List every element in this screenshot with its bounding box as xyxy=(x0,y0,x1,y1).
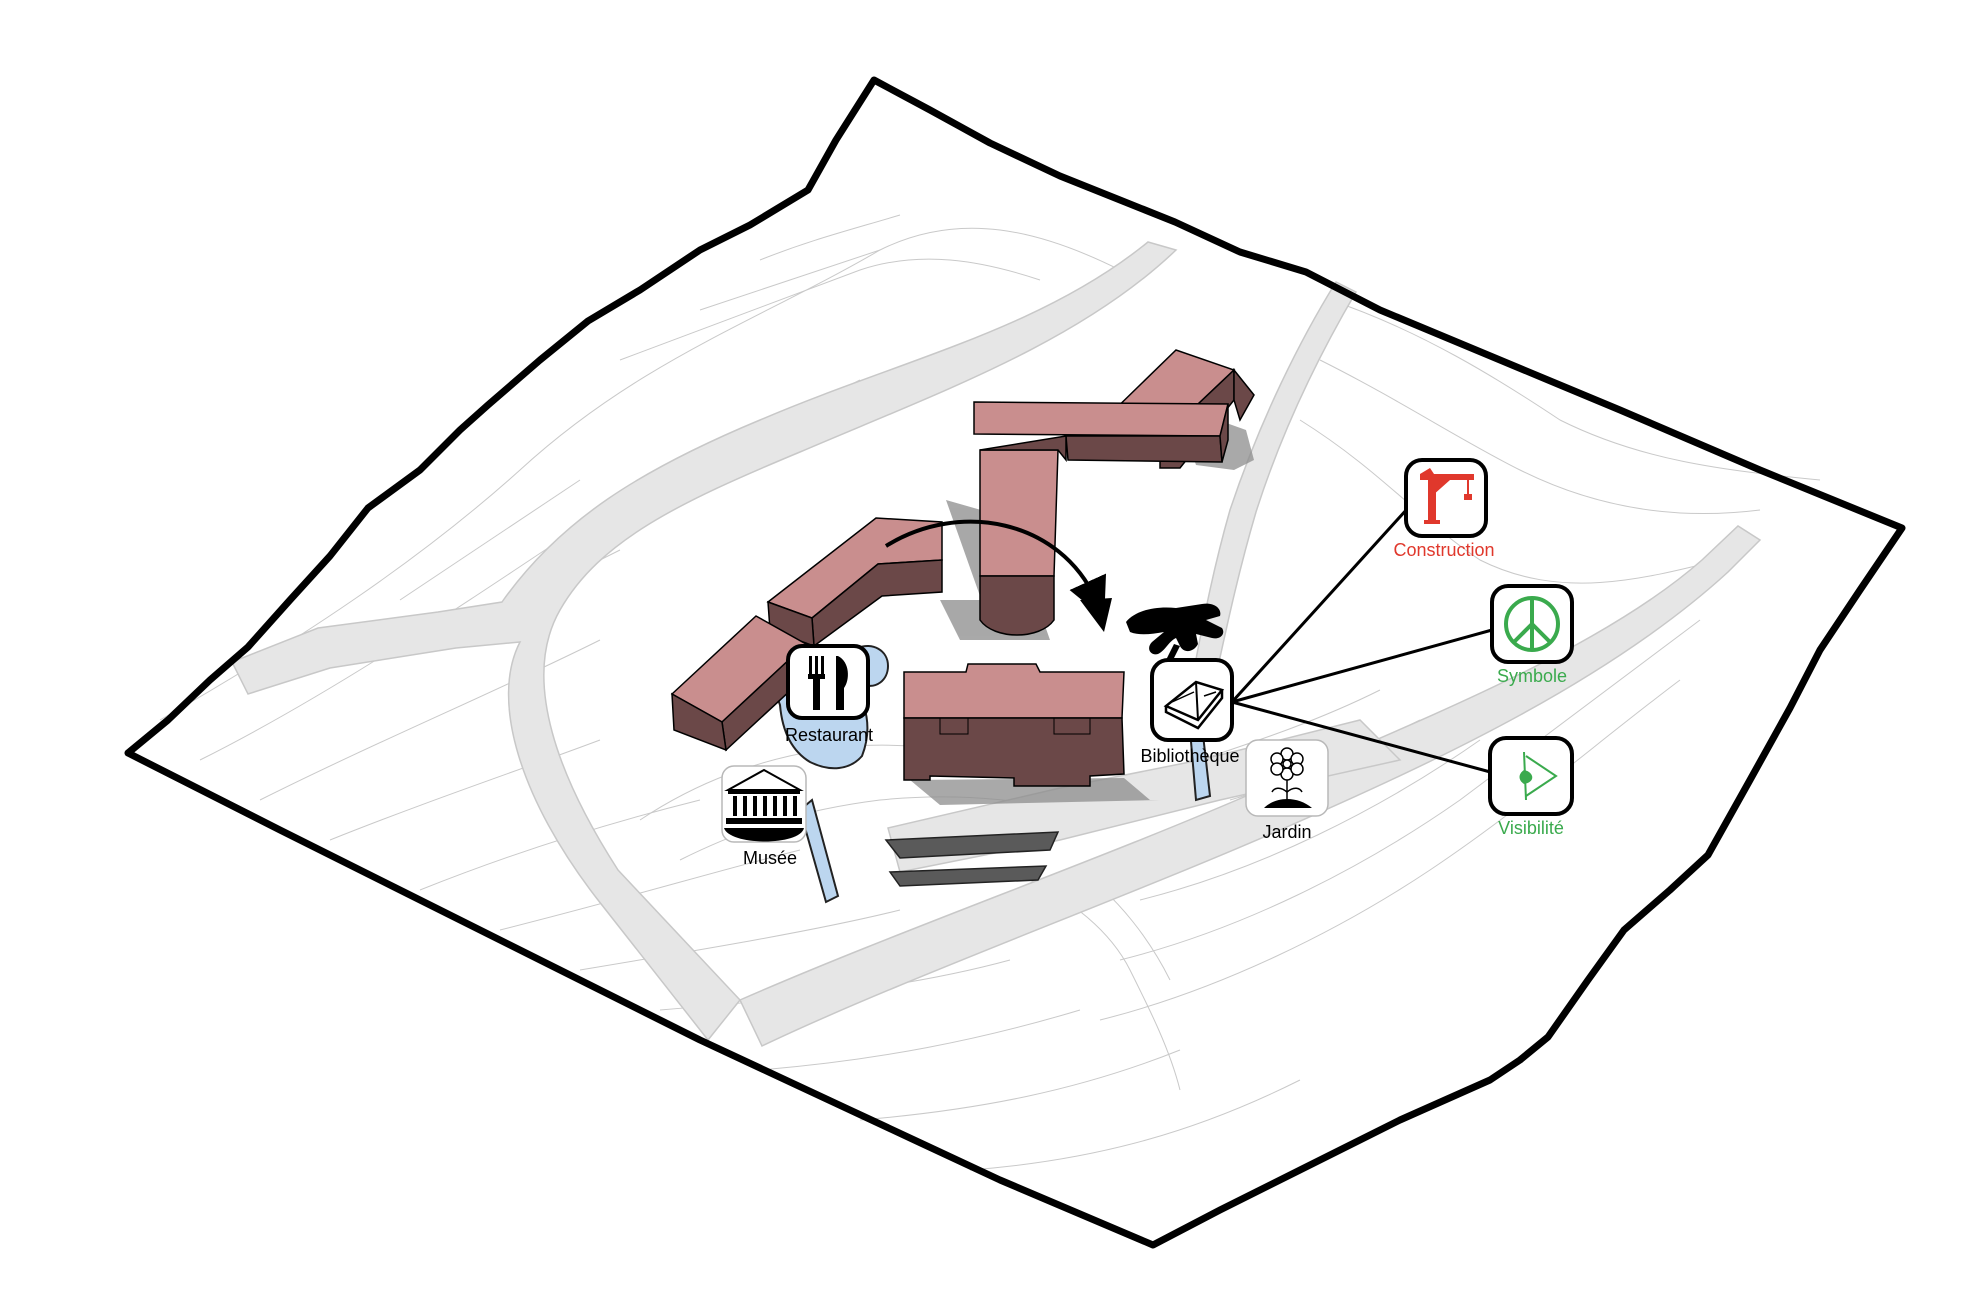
channel-musee xyxy=(798,798,840,904)
construction-label: Construction xyxy=(1393,540,1494,560)
bibliotheque-marker: Bibliothèque xyxy=(1140,658,1240,766)
museum-icon xyxy=(724,768,804,842)
restaurant-icon-box xyxy=(786,644,870,720)
visibilite-marker: Visibilité xyxy=(1488,736,1574,838)
terrain-fill xyxy=(128,80,1902,1245)
jardin-marker: Jardin xyxy=(1245,739,1329,842)
connector-lines xyxy=(1230,506,1495,775)
road-upper xyxy=(230,241,1178,1042)
buildings xyxy=(670,349,1255,787)
visibilite-label: Visibilité xyxy=(1498,818,1564,838)
arrow-head xyxy=(1080,598,1112,632)
jardin-label: Jardin xyxy=(1262,822,1311,842)
open-book-icon xyxy=(1163,680,1225,730)
move-arrow xyxy=(884,519,1107,619)
crane-icon xyxy=(1420,468,1474,524)
construction-icon-box xyxy=(1404,458,1488,538)
musee-marker: Musée xyxy=(721,765,807,868)
restaurant-marker: Restaurant xyxy=(785,644,873,745)
eye-icon xyxy=(1519,751,1558,801)
symbole-marker: Symbole xyxy=(1490,584,1574,686)
building-central xyxy=(903,663,1125,787)
construction-marker: Construction xyxy=(1393,458,1495,560)
plaza-slab-2 xyxy=(888,865,1048,887)
flower-icon xyxy=(1270,747,1304,800)
plaza-slab-1 xyxy=(884,831,1060,859)
musee-label: Musée xyxy=(743,848,797,868)
building-north-horizontal xyxy=(973,401,1229,463)
hand-icon xyxy=(1126,603,1224,662)
building-west-upper xyxy=(766,517,943,648)
peace-icon xyxy=(1504,596,1560,652)
soil-mound xyxy=(1264,799,1312,808)
symbole-label: Symbole xyxy=(1497,666,1567,686)
road-lower xyxy=(738,525,1762,1048)
fork-knife-icon xyxy=(808,656,848,710)
building-tower xyxy=(979,435,1067,636)
bibliotheque-label: Bibliothèque xyxy=(1140,746,1239,766)
terrain-boundary xyxy=(124,76,1906,1249)
restaurant-label: Restaurant xyxy=(785,725,873,745)
